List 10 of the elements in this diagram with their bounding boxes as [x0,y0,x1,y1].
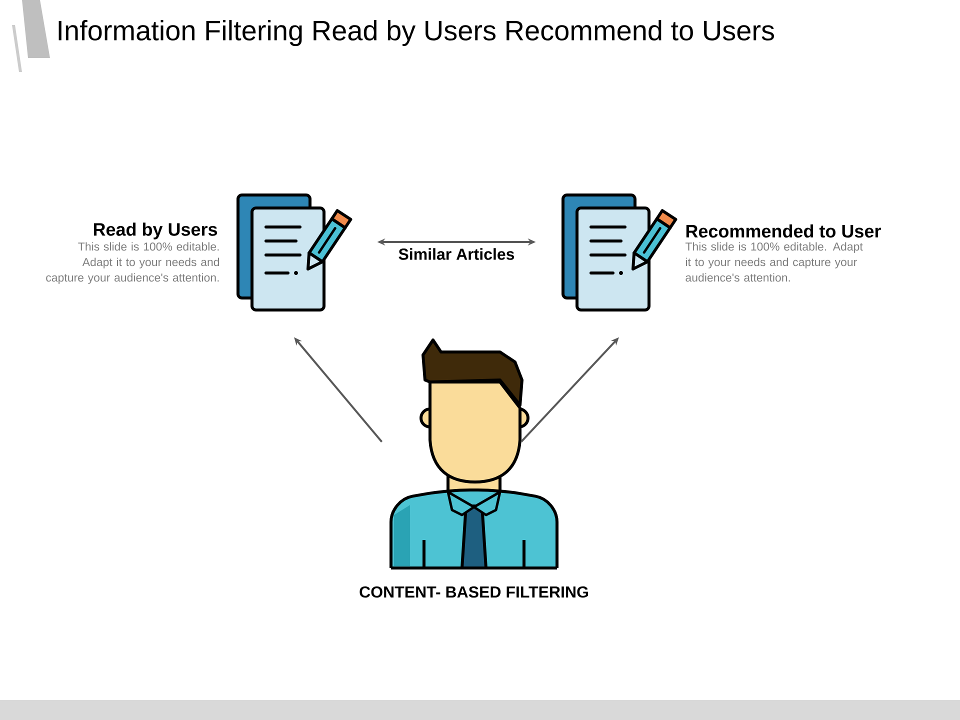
person-drawing [390,338,558,570]
description: This slide is 100% editable. Adapt it to your needs and capture your audience's attention. [685,242,863,282]
description: This slide is 100% editable. Adapt it to your needs and capture your audience's attention. [46,242,220,284]
node-label: CONTENT- BASED FILTERING [360,586,588,598]
document-drawing [562,194,678,312]
title: Information Filtering Read by Users Recommend to Users [58,20,774,46]
document-drawing [236,194,352,312]
heading: Recommended to User [686,224,881,238]
heading: Read by Users [94,222,218,240]
edge-label: Similar Articles [397,247,516,261]
